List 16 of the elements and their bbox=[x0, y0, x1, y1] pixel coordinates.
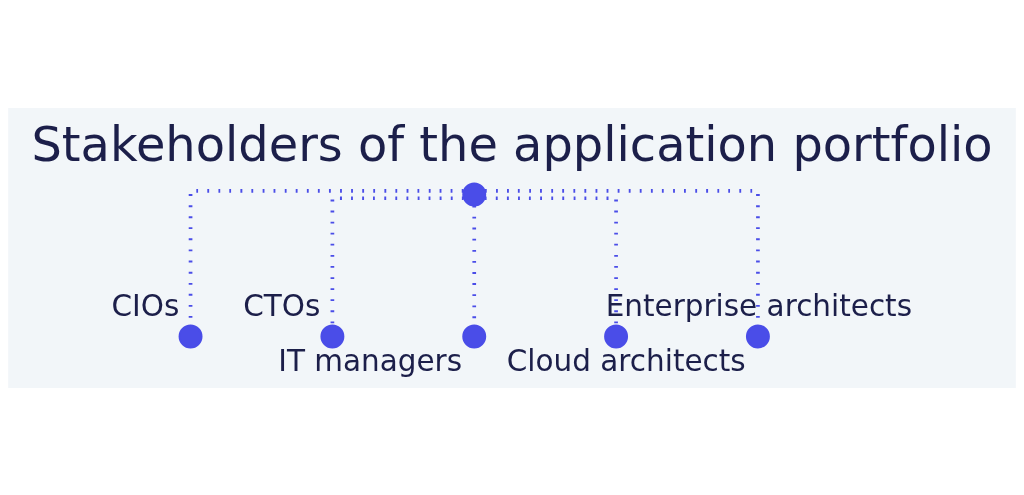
node-label: Cloud architects bbox=[506, 343, 746, 378]
node-circle bbox=[320, 323, 345, 348]
node-label: Enterprise architects bbox=[605, 288, 913, 323]
connector bbox=[485, 188, 760, 325]
connector bbox=[188, 188, 464, 325]
diagram-title: Stakeholders of the application portfolio bbox=[31, 116, 993, 172]
node-circle bbox=[462, 323, 487, 348]
node-label: CTOs bbox=[243, 288, 321, 323]
connector bbox=[484, 195, 618, 325]
node-label: CIOs bbox=[111, 288, 180, 323]
node-circle bbox=[745, 323, 770, 348]
node-circle bbox=[604, 323, 629, 348]
node-label: IT managers bbox=[278, 343, 463, 378]
node-circle bbox=[178, 323, 203, 348]
node-circle bbox=[462, 182, 487, 207]
connector bbox=[330, 195, 464, 325]
